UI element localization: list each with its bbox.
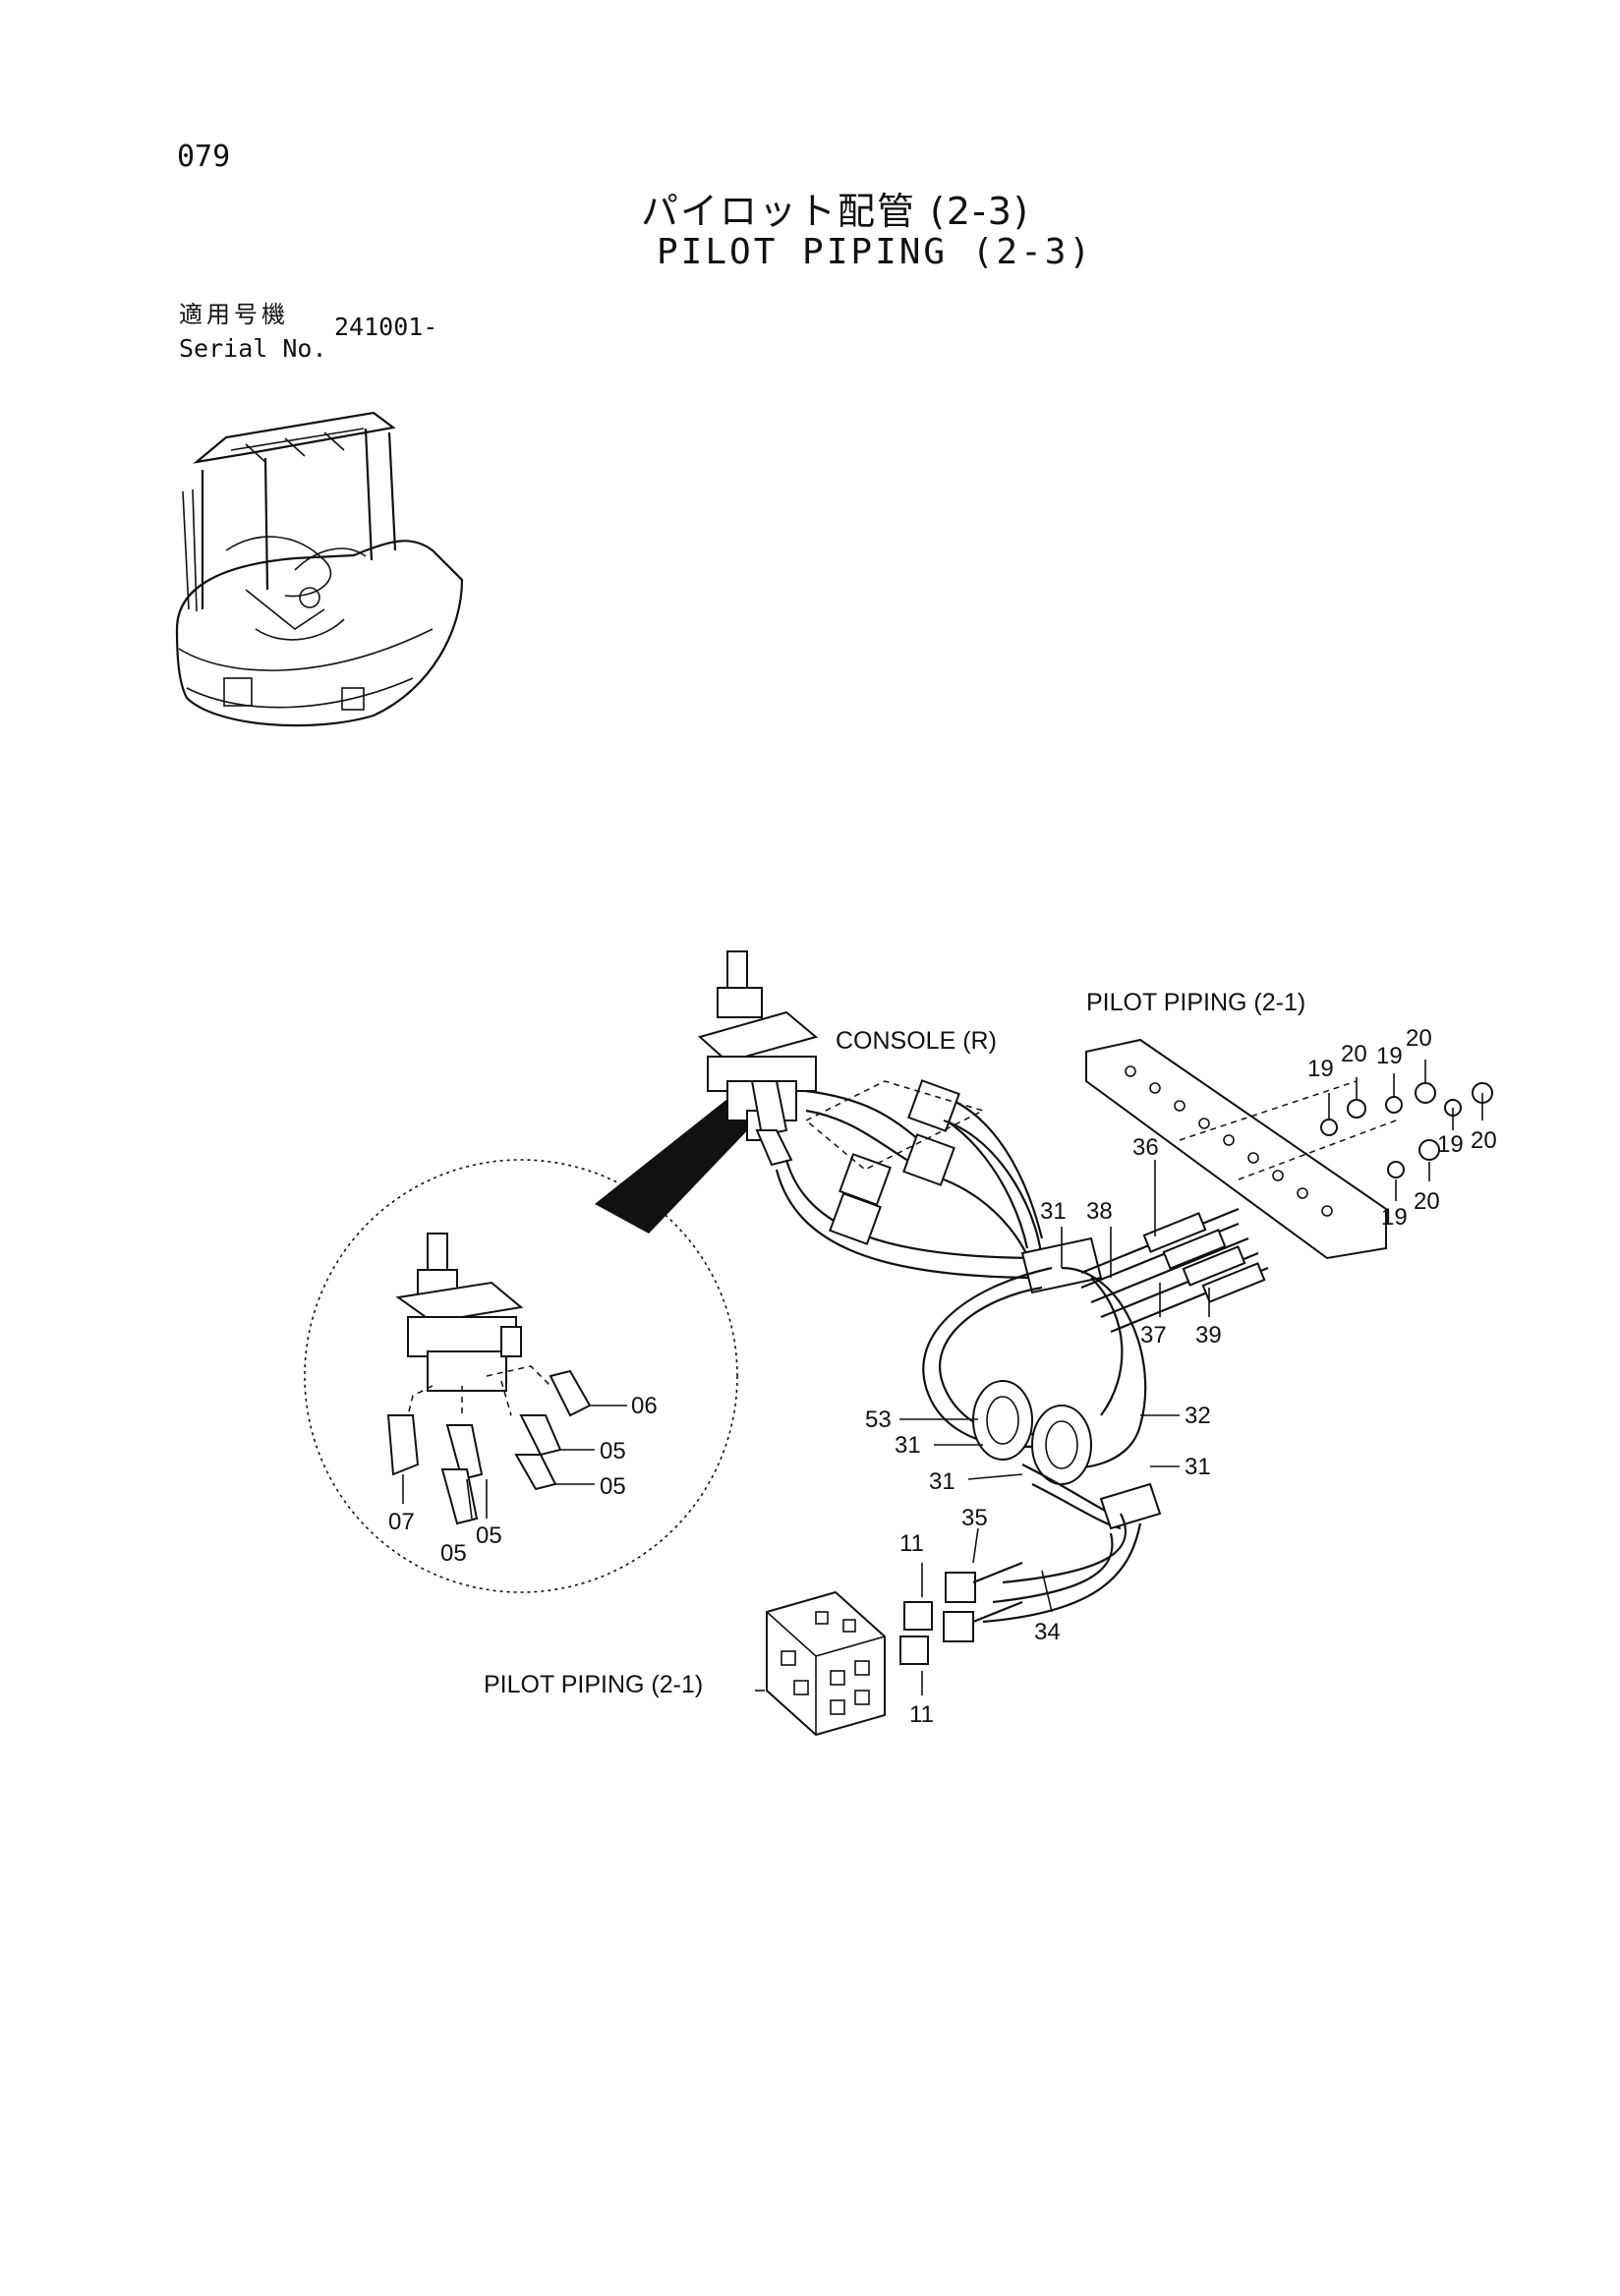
callout-11: 11: [899, 1530, 924, 1557]
callout-07: 07: [388, 1509, 415, 1535]
leader-lines: [755, 1160, 1210, 1695]
callout-34: 34: [1034, 1619, 1061, 1645]
title-japanese: パイロット配管 (2-3): [641, 190, 1030, 233]
detail-magnifier: [304, 1099, 757, 1593]
callout-31: 31: [1040, 1198, 1067, 1225]
callout-37: 37: [1140, 1322, 1167, 1349]
callout-36: 36: [1132, 1134, 1159, 1161]
serial-label-japanese: 適用号機: [179, 301, 289, 328]
serial-value: 241001-: [334, 313, 438, 341]
callout-19: 19: [1376, 1043, 1403, 1069]
label-pilot-piping-bottom: PILOT PIPING (2-1): [484, 1671, 703, 1698]
callout-19: 19: [1437, 1131, 1464, 1158]
callout-05: 05: [440, 1540, 467, 1567]
hose-bundle: [775, 1079, 1162, 1624]
callout-20: 20: [1406, 1025, 1432, 1052]
callout-53: 53: [865, 1406, 892, 1433]
callout-20: 20: [1414, 1188, 1440, 1215]
serial-label-english: Serial No.: [179, 334, 327, 363]
callout-20: 20: [1471, 1127, 1497, 1154]
callout-05: 05: [600, 1473, 626, 1500]
callout-38: 38: [1086, 1198, 1113, 1225]
callout-39: 39: [1195, 1322, 1222, 1349]
callout-05: 05: [476, 1522, 502, 1549]
label-console-r: CONSOLE (R): [836, 1027, 997, 1055]
callout-11: 11: [909, 1701, 934, 1728]
callout-19: 19: [1307, 1056, 1334, 1082]
console-valve: [697, 950, 819, 1167]
callout-31: 31: [929, 1468, 955, 1495]
title-english: PILOT PIPING (2-3): [657, 232, 1094, 272]
callout-05: 05: [600, 1438, 626, 1464]
callout-20: 20: [1341, 1041, 1367, 1067]
callout-31: 31: [1185, 1454, 1211, 1480]
callout-31: 31: [895, 1432, 921, 1459]
callout-32: 32: [1185, 1403, 1211, 1429]
pilot-piping-manifold: [1080, 1038, 1493, 1334]
page-number: 079: [177, 140, 231, 174]
callout-06: 06: [631, 1393, 658, 1419]
machine-locator-drawing: [175, 411, 464, 727]
label-pilot-piping-top: PILOT PIPING (2-1): [1086, 989, 1305, 1016]
pilot-piping-block: [766, 1561, 1023, 1737]
callout-35: 35: [961, 1505, 988, 1531]
callout-19: 19: [1381, 1204, 1408, 1231]
